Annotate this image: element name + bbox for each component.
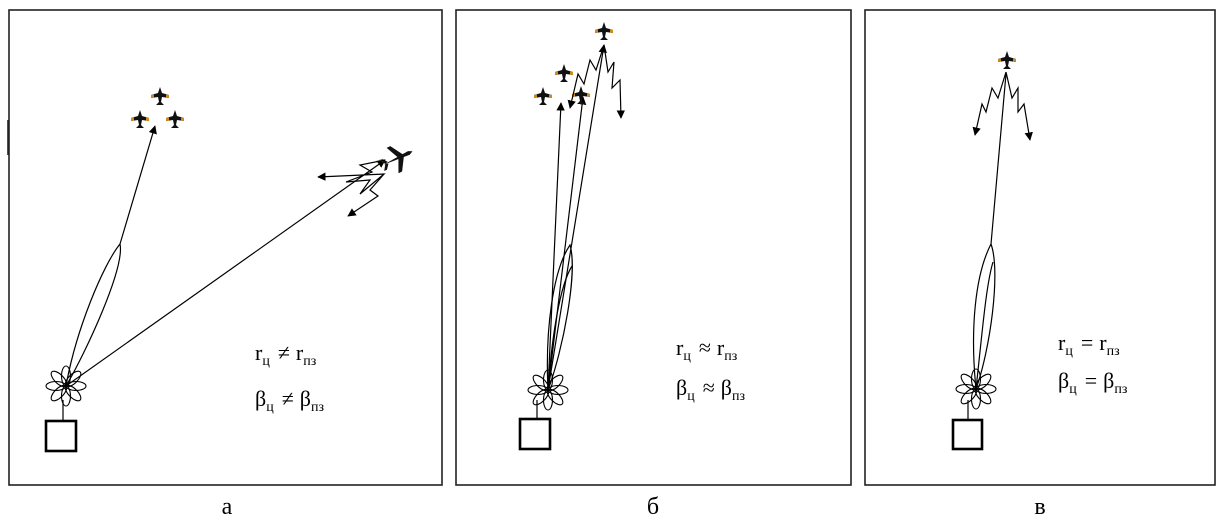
radar-station-icon — [951, 418, 984, 451]
jamming-signal — [1005, 71, 1033, 141]
main-beam-lobe — [65, 242, 122, 387]
panel-b-frame — [455, 9, 852, 486]
fighter-jet-icon — [534, 87, 552, 105]
panel-b: rц≈rпз βц≈βпз — [455, 9, 852, 486]
beam-line-to-targets — [547, 102, 565, 391]
jamming-signal — [567, 44, 605, 109]
line-to-jammer — [65, 159, 386, 387]
formula-range: rц=rпз — [1058, 330, 1120, 359]
fighter-jet-icon — [998, 51, 1016, 69]
panel-b-caption: б — [647, 494, 659, 520]
fighter-jet-icon — [595, 22, 613, 40]
jamming-signal — [317, 159, 386, 195]
beam-line-to-targets — [990, 73, 1007, 245]
fighter-jet-icon — [151, 87, 169, 105]
beam-line-to-targets — [119, 125, 157, 245]
beam-line-to-targets — [547, 96, 587, 391]
panel-a: rц≠rпз βц≠βпз — [7, 9, 443, 486]
jamming-signal — [972, 71, 1007, 136]
jamming-signal — [603, 44, 625, 119]
formula-range: rц≈rпз — [676, 335, 738, 364]
panel-c-frame — [864, 9, 1216, 486]
radar-station-icon — [518, 417, 552, 451]
main-beam-lobe-inner — [975, 261, 994, 390]
panel-a-frame — [8, 9, 443, 486]
beam-line-to-targets — [547, 44, 607, 391]
fighter-jet-icon — [166, 110, 184, 128]
radar-station-icon — [44, 419, 78, 453]
panel-c-caption: в — [1034, 494, 1045, 520]
main-beam-lobe — [546, 243, 573, 391]
formula-bearing: βц≈βпз — [676, 375, 745, 404]
formula-bearing: βц≠βпз — [255, 386, 324, 415]
formula-range: rц≠rпз — [255, 340, 317, 369]
panel-c: rц=rпз βц=βпз — [864, 9, 1216, 486]
airplane-icon — [379, 146, 413, 174]
jamming-signal — [347, 173, 385, 217]
panel-a-caption: а — [222, 494, 233, 520]
fighter-jet-icon — [555, 64, 573, 82]
fighter-jet-icon — [131, 110, 149, 128]
formula-bearing: βц=βпз — [1058, 368, 1128, 397]
